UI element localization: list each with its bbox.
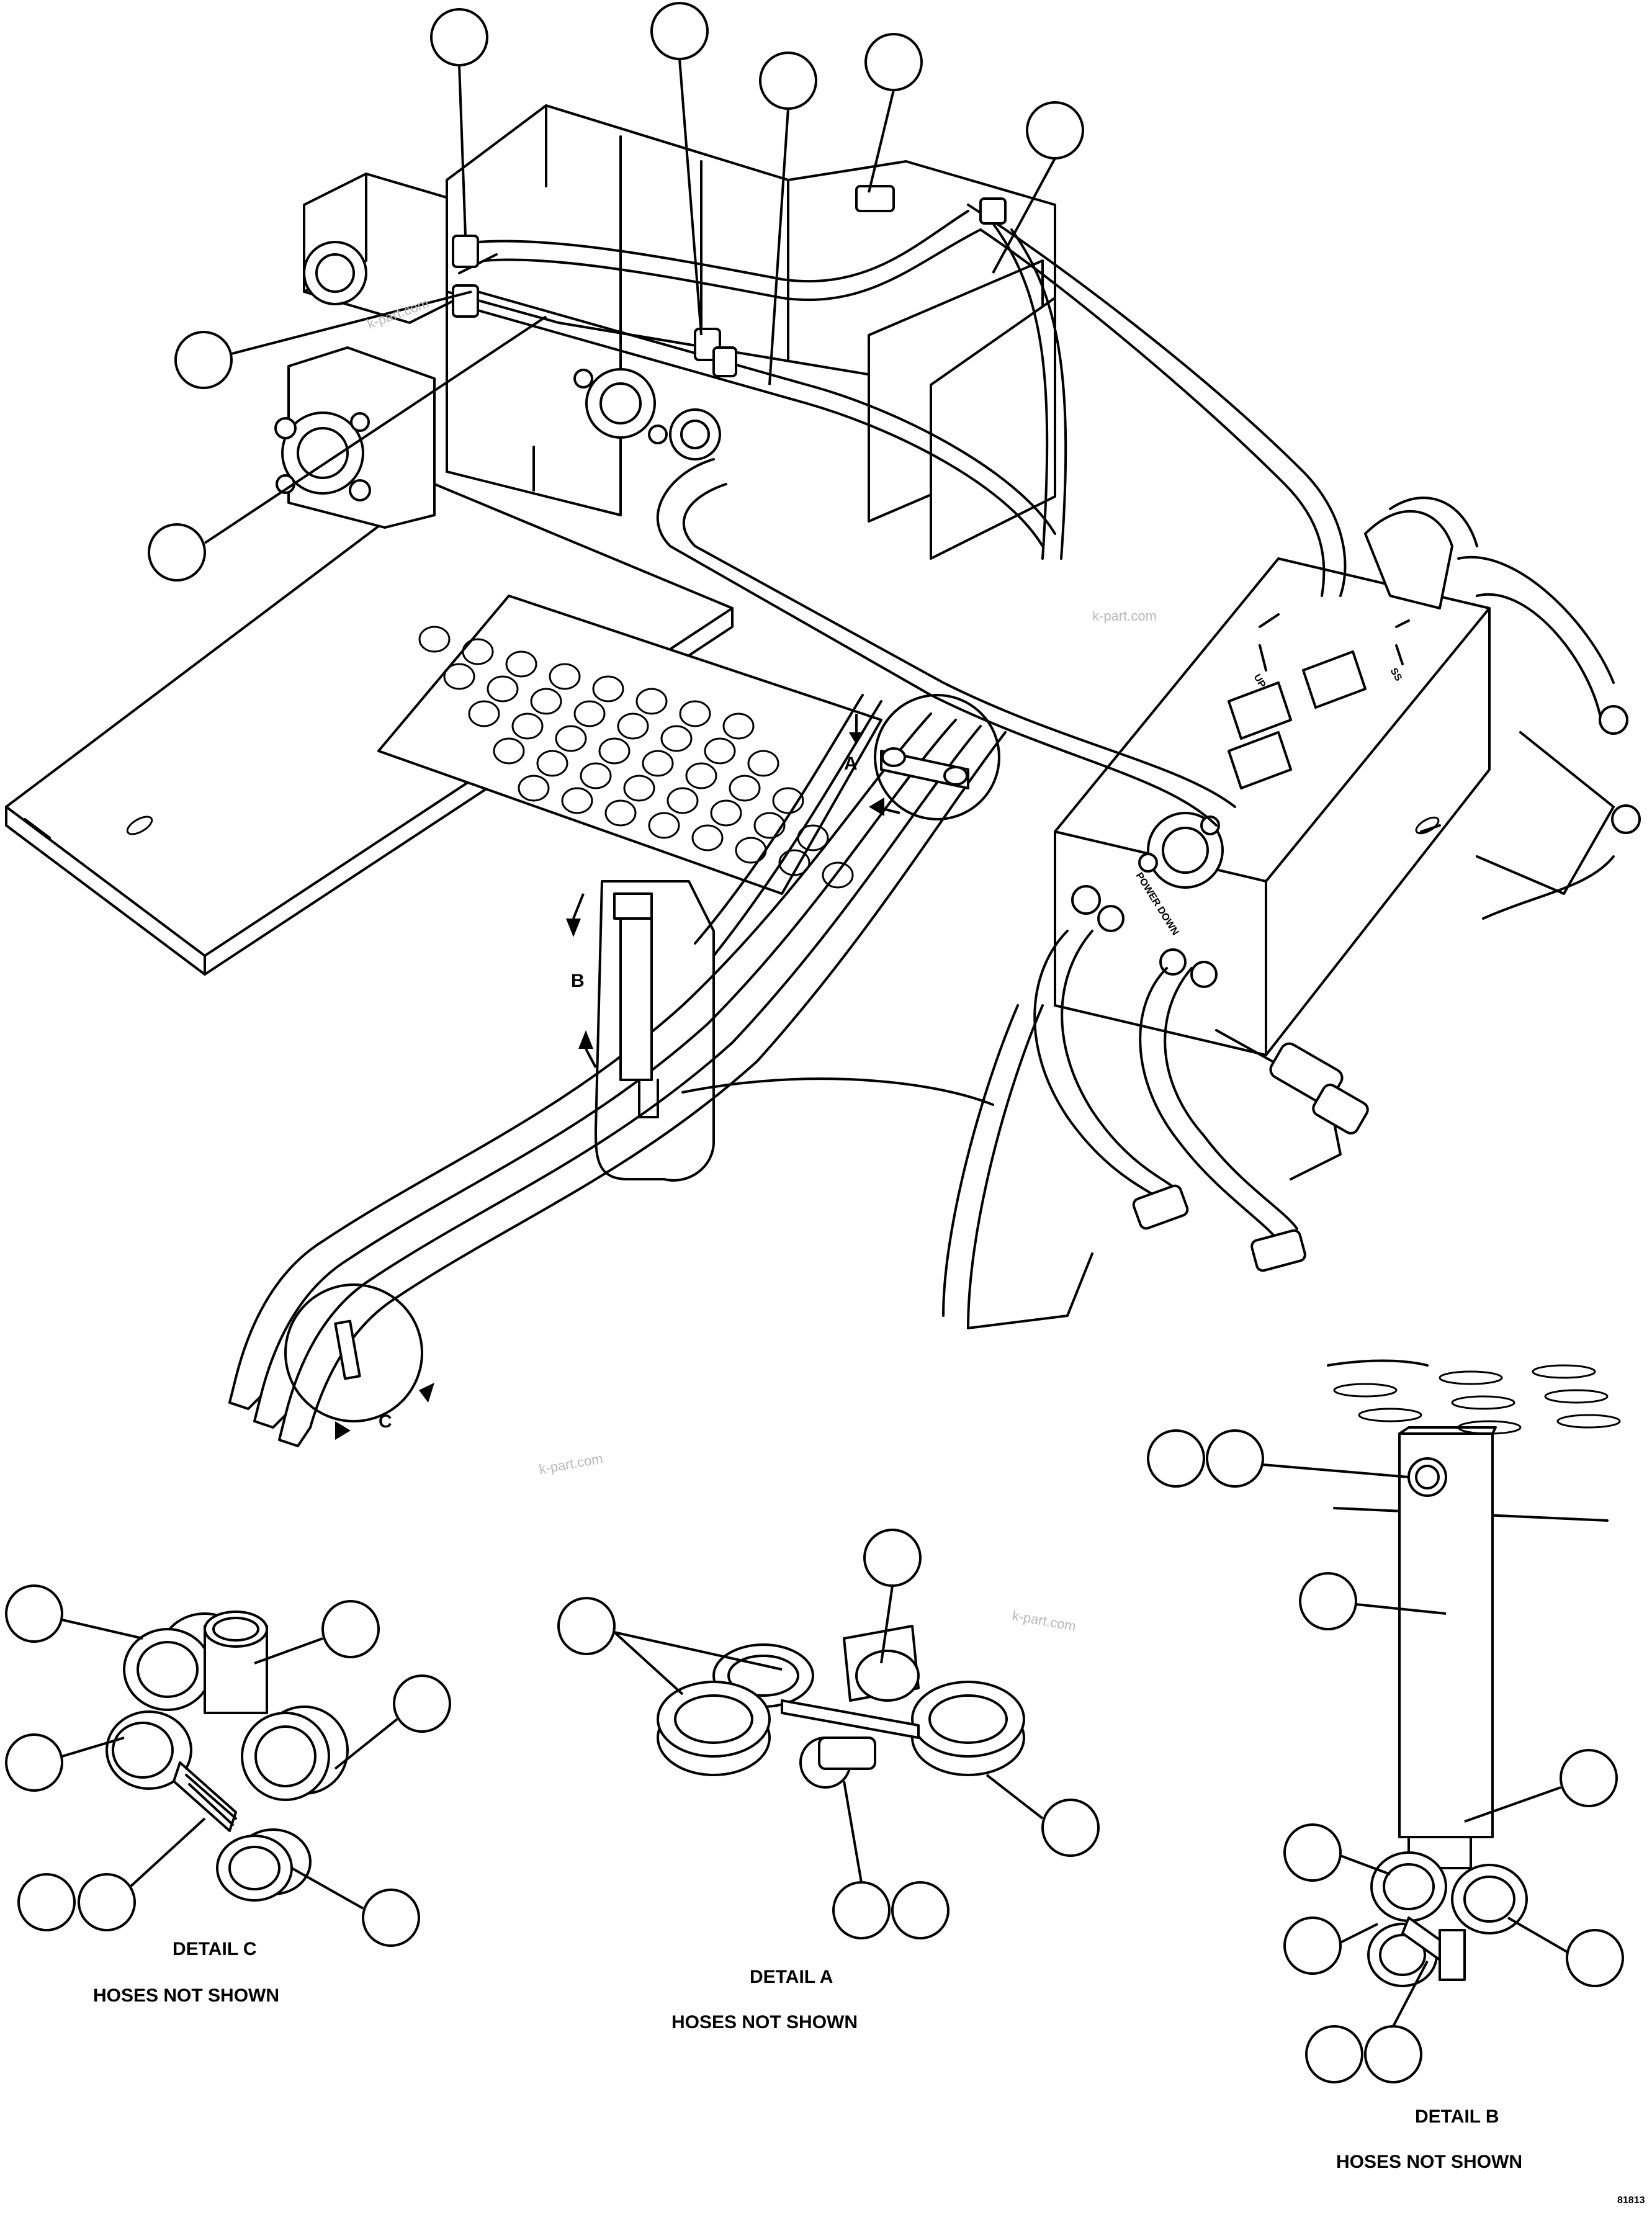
lower-right-hoses bbox=[1033, 930, 1369, 1272]
plate-hole bbox=[604, 799, 637, 827]
watermark: k-part.com bbox=[538, 1450, 604, 1477]
port-bracket-left bbox=[274, 173, 473, 529]
plate-hole bbox=[493, 737, 525, 765]
plate-hole bbox=[722, 712, 755, 740]
hoses-top bbox=[477, 204, 1347, 827]
drawing-number: 81813 bbox=[1617, 2195, 1645, 2206]
detail-b-region: B bbox=[566, 880, 715, 1182]
detail-c-marker: C bbox=[379, 1411, 392, 1432]
valve-block-upper bbox=[446, 104, 1056, 560]
plate-hole bbox=[462, 638, 494, 665]
plate-hole bbox=[753, 812, 786, 839]
plate-hole bbox=[573, 700, 606, 727]
detail-a-drawing: DETAIL A HOSES NOT SHOWN bbox=[557, 1529, 1100, 2033]
mounting-plate bbox=[5, 483, 734, 976]
plate-hole bbox=[635, 688, 668, 715]
plate-hole bbox=[555, 725, 587, 752]
watermark: k-part.com bbox=[1011, 1607, 1077, 1634]
plate-hole bbox=[443, 663, 475, 690]
upper-hose-fittings bbox=[452, 185, 1007, 377]
detail-b-subtitle: HOSES NOT SHOWN bbox=[1336, 2152, 1522, 2172]
detail-b-drawing: DETAIL B HOSES NOT SHOWN 81813 bbox=[1147, 1359, 1645, 2206]
plate-hole bbox=[561, 787, 593, 814]
plate-hole bbox=[592, 675, 624, 703]
plate-hole bbox=[747, 750, 779, 777]
watermark: k-part.com bbox=[1092, 608, 1157, 624]
plate-hole bbox=[530, 688, 562, 715]
detail-b-title: DETAIL B bbox=[1415, 2106, 1499, 2127]
perforated-plate bbox=[377, 595, 882, 895]
detail-c-subtitle: HOSES NOT SHOWN bbox=[93, 1985, 279, 2006]
plate-hole bbox=[505, 650, 537, 678]
detail-a-region: A bbox=[844, 694, 1000, 820]
main-callouts bbox=[148, 2, 1084, 582]
plate-hole bbox=[642, 750, 674, 777]
plate-hole bbox=[511, 712, 544, 740]
detail-a-marker: A bbox=[844, 753, 858, 774]
plate-hole bbox=[598, 737, 631, 765]
detail-c-region: C bbox=[284, 1283, 434, 1440]
plate-hole bbox=[648, 812, 680, 839]
detail-a-subtitle: HOSES NOT SHOWN bbox=[671, 2012, 858, 2033]
plate-hole bbox=[617, 712, 649, 740]
hose-bundle bbox=[228, 694, 1007, 1447]
plate-hole bbox=[623, 775, 655, 802]
plate-hole bbox=[679, 700, 711, 727]
detail-c-drawing: DETAIL C HOSES NOT SHOWN bbox=[5, 1584, 451, 2006]
plate-hole bbox=[685, 762, 717, 789]
plate-hole bbox=[691, 824, 724, 851]
valve-manifold-right: UP SS POWER DOWN bbox=[1054, 557, 1491, 1056]
plate-hole bbox=[772, 787, 804, 814]
plate-hole bbox=[468, 700, 500, 727]
plate-hole bbox=[660, 725, 693, 752]
plate-hole bbox=[704, 737, 736, 765]
plate-hole bbox=[778, 849, 810, 876]
plate-hole bbox=[418, 626, 451, 653]
plate-hole bbox=[487, 675, 519, 703]
main-assembly: UP SS POWER DOWN bbox=[5, 2, 1641, 1634]
plate-hole bbox=[822, 861, 854, 889]
detail-c-title: DETAIL C bbox=[173, 1939, 257, 1959]
plate-hole bbox=[729, 775, 761, 802]
plate-hole bbox=[549, 663, 581, 690]
plate-hole bbox=[536, 750, 568, 777]
right-fittings bbox=[1364, 496, 1641, 920]
plate-hole bbox=[667, 787, 699, 814]
lower-frame bbox=[681, 1004, 1093, 1329]
plate-hole bbox=[518, 775, 550, 802]
detail-a-title: DETAIL A bbox=[750, 1967, 833, 1987]
plate-hole bbox=[710, 799, 742, 827]
plate-hole bbox=[580, 762, 612, 789]
detail-b-marker: B bbox=[571, 971, 585, 991]
